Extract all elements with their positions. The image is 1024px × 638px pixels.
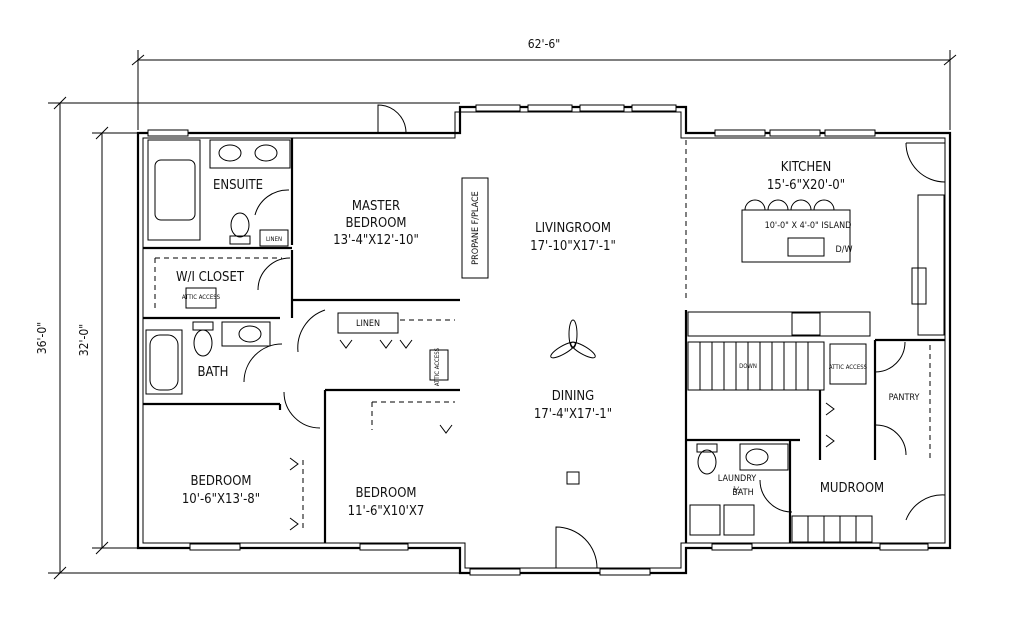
bath-fixtures xyxy=(145,321,283,395)
pantry-label: PANTRY xyxy=(889,393,920,403)
attic-access-2-label: ATTIC ACCESS xyxy=(434,347,441,386)
kitchen-size: 15'-6"X20'-0" xyxy=(767,178,845,193)
dishwasher-label: D/W xyxy=(836,245,853,255)
master-bedroom-label-1: MASTER xyxy=(352,199,400,214)
living-fixtures xyxy=(461,140,687,485)
attic-access-1-label: ATTIC ACCESS xyxy=(182,294,221,301)
interior-walls xyxy=(143,138,945,543)
mudroom-label: MUDROOM xyxy=(820,481,884,496)
laundry-fraction: ½ xyxy=(733,486,741,496)
ensuite-label: ENSUITE xyxy=(213,178,263,193)
propane-fireplace-label: PROPANE F/PLACE xyxy=(471,191,481,265)
laundry-bath-label: BATH xyxy=(732,488,753,498)
windows xyxy=(147,104,929,576)
ensuite-fixtures xyxy=(147,139,291,291)
kitchen-label: KITCHEN xyxy=(781,160,832,175)
kitchen-fixtures xyxy=(687,194,945,460)
interior-depth-label: 32'-0" xyxy=(77,324,91,356)
livingroom-label: LIVINGROOM xyxy=(535,221,611,236)
bedroom-1-size: 10'-6"X13'-8" xyxy=(182,492,260,507)
master-bedroom-size: 13'-4"X12'-10" xyxy=(333,233,419,248)
linen-hall-label: LINEN xyxy=(356,319,380,329)
closet-fixtures xyxy=(154,257,282,312)
laundry-fixtures xyxy=(689,402,907,543)
dining-label: DINING xyxy=(552,389,594,404)
bedroom-1-label: BEDROOM xyxy=(190,474,251,489)
wi-closet-label: W/I CLOSET xyxy=(176,270,245,285)
dimension-lines xyxy=(48,50,957,580)
island-label: 10'-0" X 4'-0" ISLAND xyxy=(765,221,852,231)
dining-size: 17'-4"X17'-1" xyxy=(534,407,612,422)
linen-small-label: LINEN xyxy=(266,236,282,243)
entry-doors xyxy=(377,104,946,569)
master-bedroom-label-2: BEDROOM xyxy=(345,216,406,231)
hall-fixtures xyxy=(283,309,455,434)
bedroom-closets xyxy=(289,457,304,531)
bath-label: BATH xyxy=(198,365,229,380)
overall-width-label: 62'-6" xyxy=(528,37,560,51)
stairs-label: DOWN xyxy=(739,363,757,370)
livingroom-size: 17'-10"X17'-1" xyxy=(530,239,616,254)
bedroom-2-label: BEDROOM xyxy=(355,486,416,501)
bedroom-2-size: 11'-6"X10'X7 xyxy=(348,504,425,519)
laundry-label: LAUNDRY xyxy=(718,474,757,484)
attic-access-3-label: ATTIC ACCESS xyxy=(829,364,868,371)
overall-depth-label: 36'-0" xyxy=(35,322,49,354)
